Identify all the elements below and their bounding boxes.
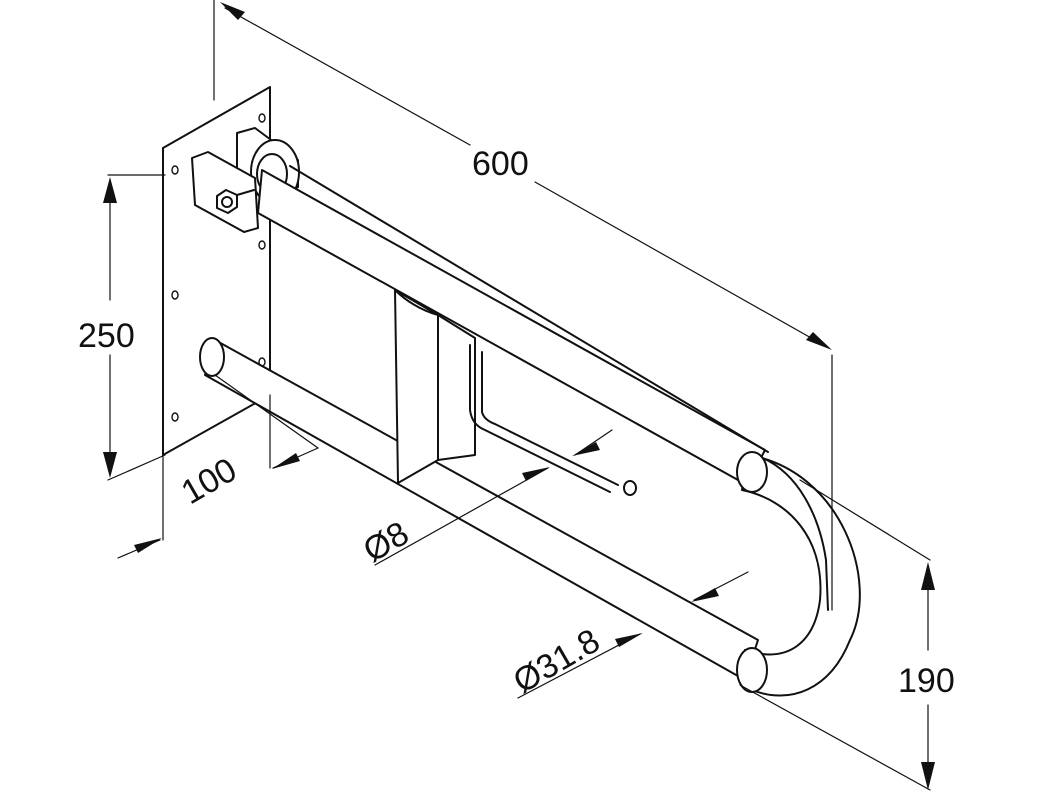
dimension-tube-diameter-label: Ø31.8 <box>507 622 606 701</box>
dimension-height: 190 <box>898 562 955 790</box>
dimension-plate-height: 250 <box>78 177 135 478</box>
dimension-plate-height-label: 250 <box>78 317 135 355</box>
support-web <box>394 289 476 484</box>
screw-hole <box>258 240 266 250</box>
plate-screw-holes <box>171 113 266 422</box>
paper-holder-rod <box>469 344 637 496</box>
lower-tube <box>199 337 759 681</box>
dimension-length: 600 <box>220 2 832 350</box>
hinge-nut <box>216 189 238 214</box>
dimension-wall-offset-label: 100 <box>175 451 243 512</box>
screw-hole <box>171 412 179 422</box>
dimension-rod-diameter-label: Ø8 <box>357 514 415 570</box>
rod-end <box>623 480 637 496</box>
screw-hole <box>258 113 266 123</box>
extension-lines <box>107 0 931 791</box>
lower-tube-end-cap <box>199 337 225 377</box>
dimension-height-label: 190 <box>898 662 955 700</box>
screw-hole <box>171 290 179 300</box>
dimension-length-label: 600 <box>472 145 529 183</box>
screw-hole <box>171 165 179 175</box>
u-bend <box>736 451 861 697</box>
dimension-wall-offset: 100 <box>117 447 319 559</box>
